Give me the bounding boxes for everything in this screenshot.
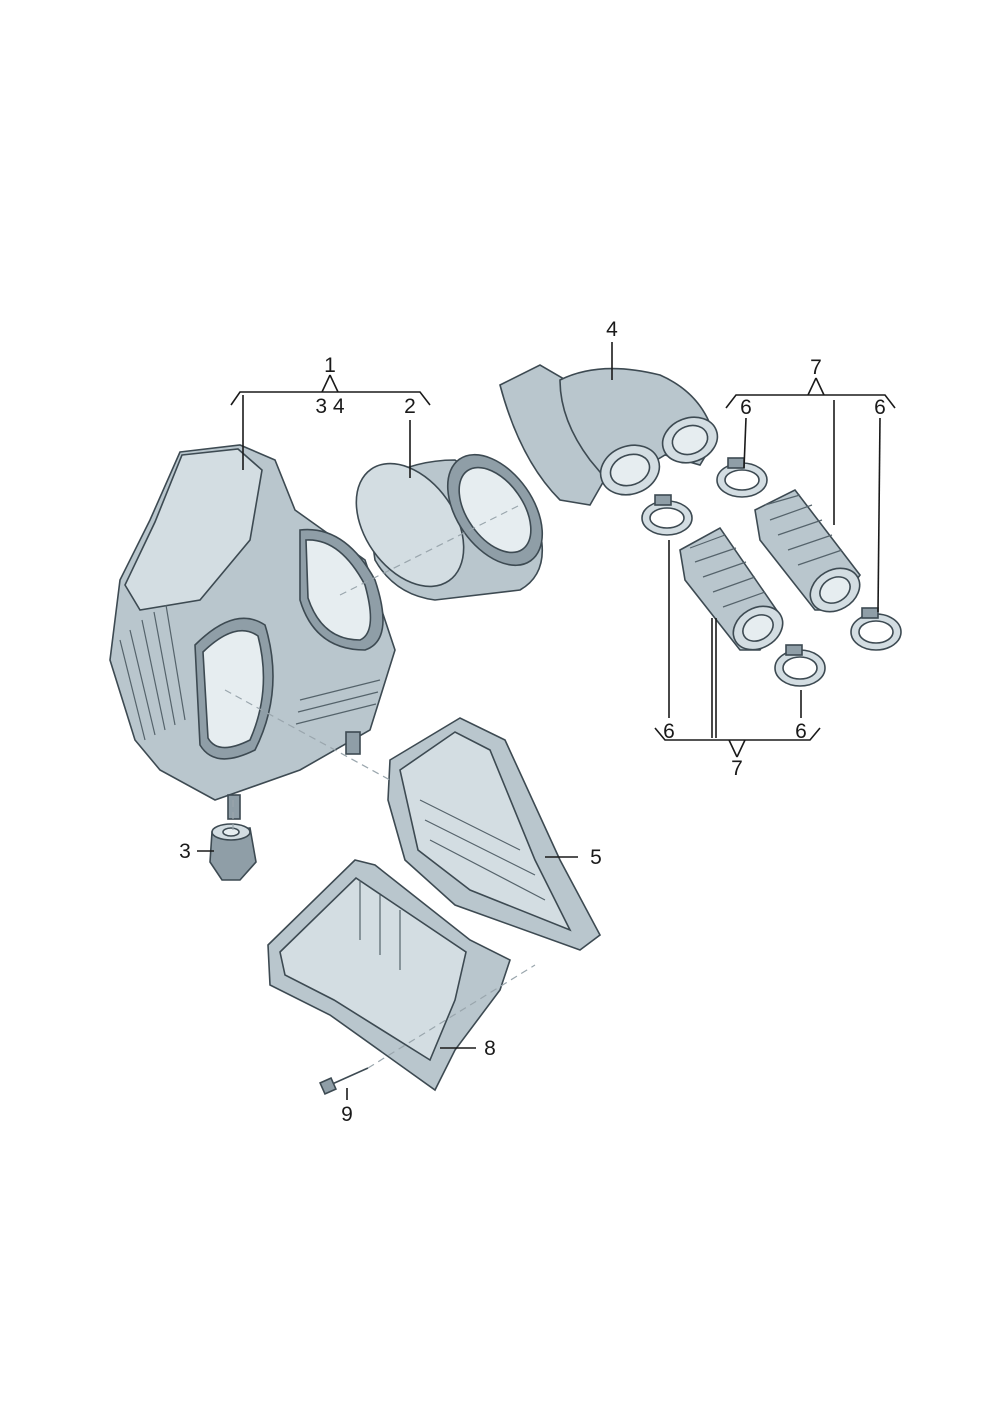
callout-6-top-right: 6 <box>874 396 886 419</box>
assembly-axes <box>224 504 536 1069</box>
callout-4: 4 <box>606 318 618 341</box>
part-6-clamp-lower-left[interactable] <box>641 494 693 536</box>
callout-1: 1 <box>324 354 336 377</box>
callout-6-bottom-right: 6 <box>795 720 807 743</box>
part-6-clamp-lower-right[interactable] <box>774 644 826 687</box>
callout-6-bottom-left: 6 <box>663 720 675 743</box>
callout-2: 2 <box>404 395 416 418</box>
part-5-air-guide[interactable] <box>387 717 602 951</box>
part-4-intake-duct[interactable] <box>499 364 724 506</box>
part-6-clamp-upper-right[interactable] <box>850 607 902 651</box>
part-2-filter-element[interactable] <box>334 437 562 606</box>
callout-7-bottom: 7 <box>731 757 743 780</box>
part-7-hose-lower[interactable] <box>679 526 791 658</box>
part-3-rubber-mount[interactable] <box>209 823 257 881</box>
callout-9: 9 <box>341 1103 353 1126</box>
callout-5: 5 <box>590 846 602 869</box>
part-9-screw[interactable] <box>319 1067 369 1095</box>
callout-7-top: 7 <box>810 356 822 379</box>
callout-6-top-left: 6 <box>740 396 752 419</box>
callout-3: 3 <box>179 840 191 863</box>
callout-8: 8 <box>484 1037 496 1060</box>
part-1-air-filter-housing[interactable] <box>109 444 396 820</box>
callout-labels: 1 3 4 2 3 4 5 6 6 6 6 7 7 8 9 <box>179 318 886 1126</box>
callout-1-sub: 3 4 <box>315 395 345 418</box>
part-7-hose-upper[interactable] <box>754 488 868 620</box>
part-8-lower-air-duct[interactable] <box>267 859 511 1092</box>
leader-lines <box>197 342 896 1100</box>
part-6-clamp-upper-left[interactable] <box>716 457 768 498</box>
